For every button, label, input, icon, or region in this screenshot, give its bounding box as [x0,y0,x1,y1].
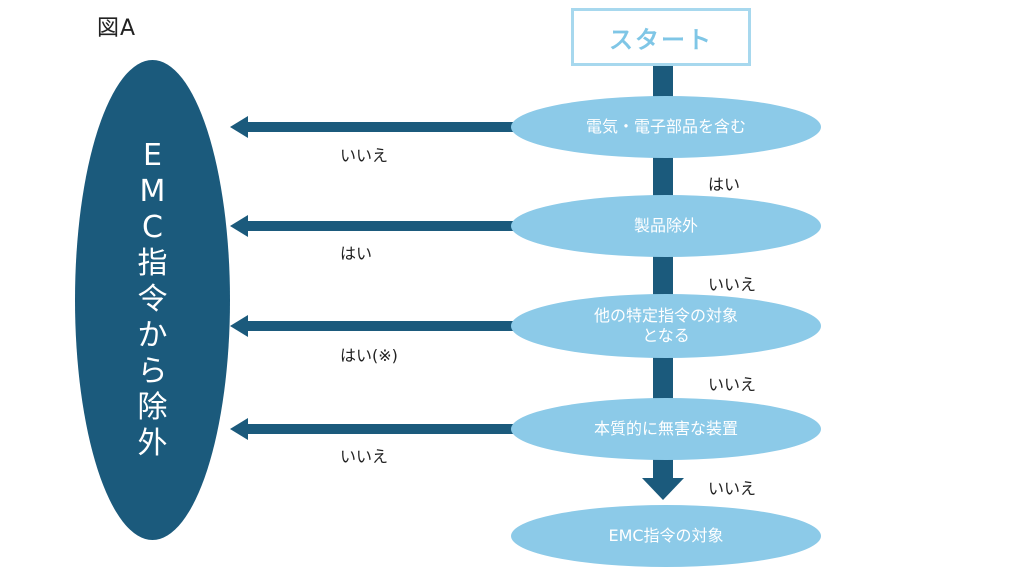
exclusion-char: M [139,174,166,209]
label-q3-no: いいえ [708,375,757,394]
exclusion-char: 外 [137,426,168,461]
main-trunk [653,66,673,484]
node-label: 製品除外 [633,216,698,235]
label-q1-no: いいえ [340,146,389,165]
node-product-exclusion: 製品除外 [511,195,821,257]
node-label: 電気・電子部品を含む [585,117,746,136]
exclusion-char: E [143,138,162,173]
exclusion-char: 指 [137,246,168,281]
label-q1-yes: はい [708,175,741,194]
label-q2-no: いいえ [708,275,757,294]
node-contains-electrical-parts: 電気・電子部品を含む [511,96,821,158]
figure-label: 図A [97,16,137,41]
exclusion-char: か [137,318,168,353]
label-q2-yes: はい [340,244,373,263]
arrow-q4-left [230,418,514,440]
node-label-line1: 他の特定指令の対象 [593,306,738,325]
node-emc-target: EMC指令の対象 [511,505,821,567]
node-other-directive: 他の特定指令の対象 となる [511,294,821,358]
node-label: 本質的に無害な装置 [593,419,738,438]
start-box: スタート [571,8,751,66]
exclusion-char: C [142,210,163,245]
exclusion-char: 令 [137,282,168,317]
node-inherently-harmless: 本質的に無害な装置 [511,398,821,460]
trunk-arrowhead [642,478,684,500]
node-label-line2: となる [642,326,690,345]
arrow-q2-left [230,215,514,237]
exclusion-char: ら [137,354,168,389]
label-q3-yes-note: はい(※) [340,346,398,365]
arrow-q3-left [230,315,514,337]
label-q4-no: いいえ [340,447,389,466]
node-label: EMC指令の対象 [608,526,724,545]
label-q4-down-no: いいえ [708,479,757,498]
exclusion-char: 除 [137,390,168,425]
arrow-q1-left [230,116,514,138]
